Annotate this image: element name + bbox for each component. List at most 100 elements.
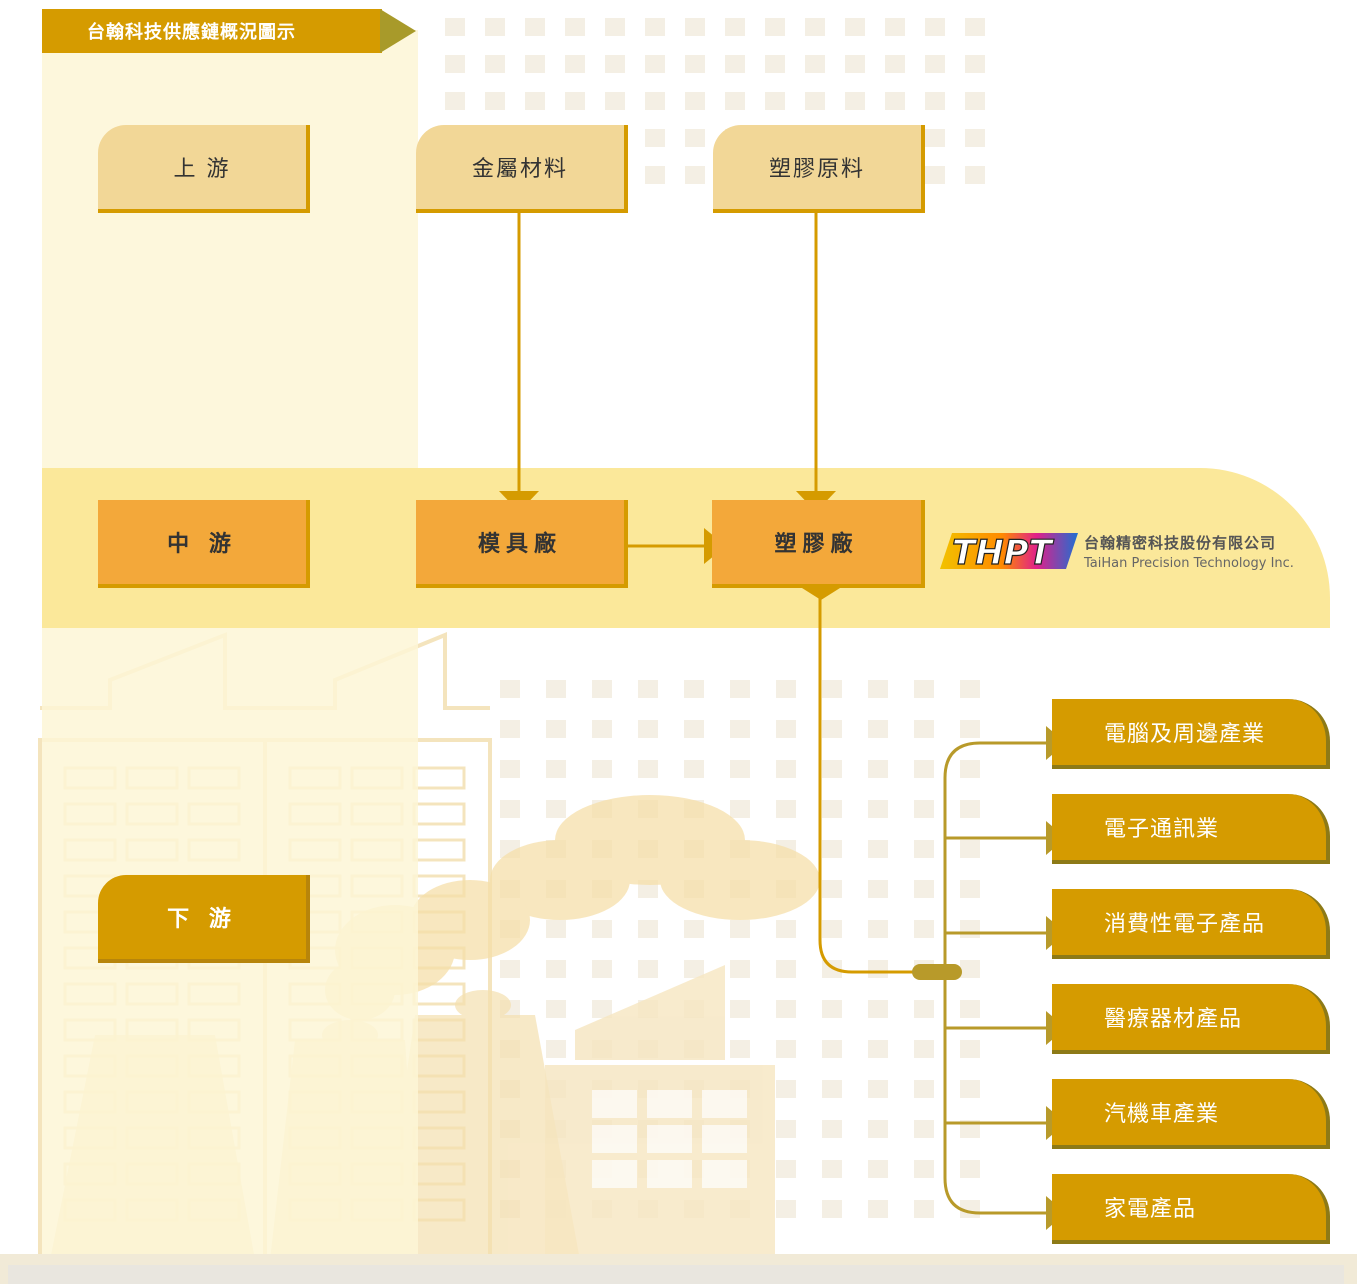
bg-dot [730, 720, 750, 738]
bg-dot [805, 18, 825, 36]
page-title: 台翰科技供應鏈概況圖示 [42, 9, 382, 53]
company-name-en: TaiHan Precision Technology Inc. [1084, 556, 1294, 571]
bg-dot [546, 680, 566, 698]
bg-dot [776, 1160, 796, 1178]
bg-dot [960, 880, 980, 898]
svg-text:THPT: THPT [952, 533, 1055, 573]
bg-dot [725, 55, 745, 73]
arrow-down-icon [802, 588, 840, 600]
stage-downstream: 下 游 [98, 875, 310, 963]
bg-dot [730, 1000, 750, 1018]
bg-dot [868, 1120, 888, 1138]
bg-dot [605, 92, 625, 110]
bg-dot [822, 1200, 842, 1218]
bg-dot [868, 1040, 888, 1058]
bg-dot [822, 1000, 842, 1018]
company-name-cn: 台翰精密科技股份有限公司 [1084, 534, 1277, 552]
bg-dot [645, 92, 665, 110]
bg-dot [546, 1040, 566, 1058]
bg-dot [592, 1000, 612, 1018]
bg-dot [684, 720, 704, 738]
bg-dot [645, 55, 665, 73]
bg-dot [776, 960, 796, 978]
bg-dot [525, 92, 545, 110]
bg-dot [960, 1000, 980, 1018]
bg-dot [546, 720, 566, 738]
bg-dot [725, 92, 745, 110]
bg-dot [960, 1080, 980, 1098]
bg-dot [485, 92, 505, 110]
bg-dot [822, 920, 842, 938]
bg-dot [605, 18, 625, 36]
bg-dot [914, 680, 934, 698]
bg-dot [565, 92, 585, 110]
bg-dot [645, 18, 665, 36]
bg-dot [822, 1120, 842, 1138]
upstream-metal-materials: 金屬材料 [416, 125, 628, 213]
bg-dot [445, 55, 465, 73]
bg-dot [868, 760, 888, 778]
bg-dot [592, 920, 612, 938]
bg-dot [925, 55, 945, 73]
bg-dot [868, 720, 888, 738]
bg-dot [546, 960, 566, 978]
bg-dot [960, 720, 980, 738]
bg-dot [868, 840, 888, 858]
bg-dot [776, 760, 796, 778]
industry-consumer-electronics: 消費性電子產品 [1052, 889, 1330, 959]
bg-dot [546, 920, 566, 938]
bg-dot [914, 720, 934, 738]
bg-dot [592, 680, 612, 698]
bg-dot [805, 92, 825, 110]
bg-dot [638, 960, 658, 978]
bg-dot [638, 680, 658, 698]
bg-dot [565, 18, 585, 36]
bg-dot [868, 920, 888, 938]
bg-dot [925, 18, 945, 36]
bg-dot [685, 18, 705, 36]
bg-dot [684, 680, 704, 698]
bg-dot [445, 18, 465, 36]
bg-dot [845, 92, 865, 110]
bg-dot [546, 760, 566, 778]
bg-dot [868, 1000, 888, 1018]
bg-dot [684, 920, 704, 938]
stage-upstream: 上 游 [98, 125, 310, 213]
bg-dot [914, 760, 934, 778]
bg-dot [645, 166, 665, 184]
bg-dot [965, 55, 985, 73]
bg-dot [960, 1160, 980, 1178]
bg-dot [546, 1000, 566, 1018]
bg-dot [914, 800, 934, 818]
bg-dot [725, 18, 745, 36]
bg-dot [965, 18, 985, 36]
bg-dot [730, 1040, 750, 1058]
bg-dot [525, 18, 545, 36]
bg-dot [776, 800, 796, 818]
bg-dot [500, 760, 520, 778]
bg-dot [500, 680, 520, 698]
bg-dot [730, 800, 750, 818]
bg-dot [868, 1160, 888, 1178]
industry-home-appliances: 家電產品 [1052, 1174, 1330, 1244]
bg-dot [965, 129, 985, 147]
bg-dot [885, 55, 905, 73]
bg-dot [638, 920, 658, 938]
bg-dot [500, 800, 520, 818]
bg-dot [565, 55, 585, 73]
bg-dot [885, 92, 905, 110]
industry-automotive: 汽機車產業 [1052, 1079, 1330, 1149]
bg-dot [776, 720, 796, 738]
bg-dot [730, 960, 750, 978]
bg-dot [914, 840, 934, 858]
bg-dot [445, 92, 465, 110]
thpt-logo-mark: THPT [940, 532, 1078, 573]
bg-dot [485, 55, 505, 73]
bg-dot [645, 129, 665, 147]
midstream-mold-factory: 模具廠 [416, 500, 628, 588]
bg-dot [605, 55, 625, 73]
bg-dot [730, 920, 750, 938]
midstream-plastic-factory: 塑膠廠 [712, 500, 925, 588]
bg-dot [914, 1120, 934, 1138]
bg-dot [868, 800, 888, 818]
